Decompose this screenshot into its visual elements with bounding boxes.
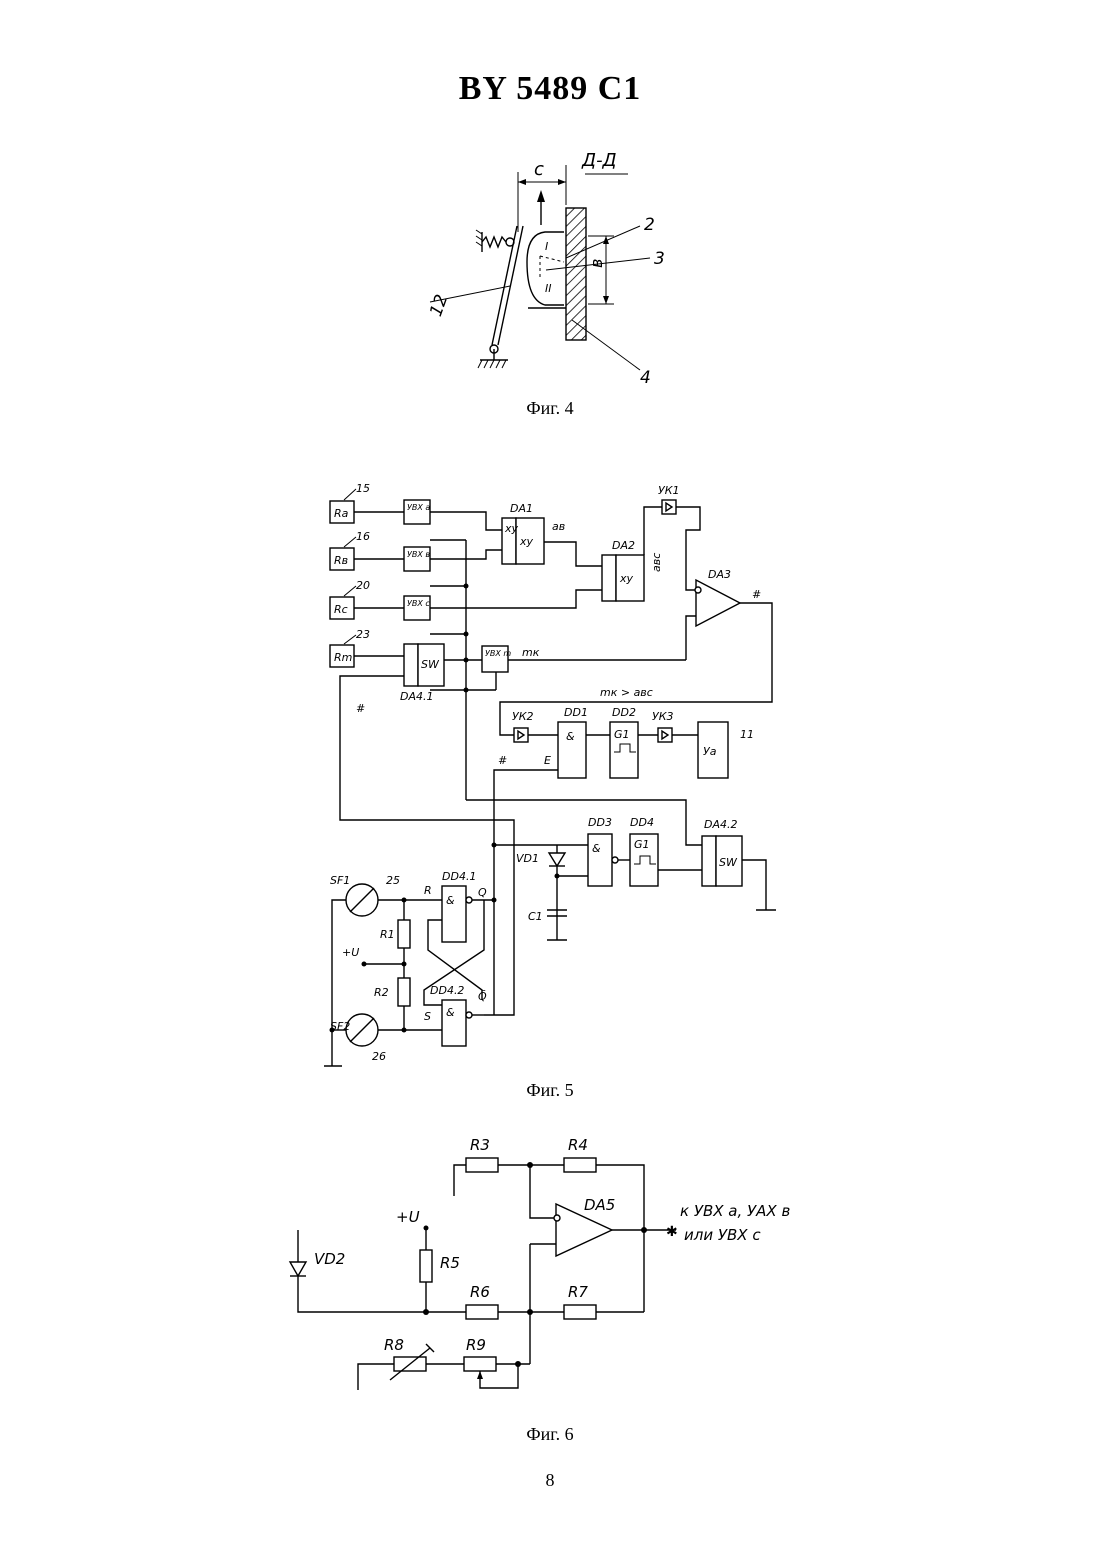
r9-label: R9 bbox=[466, 1336, 486, 1354]
output-label-2: или УВХ с bbox=[684, 1226, 761, 1244]
plus-u-6-label: +U bbox=[396, 1208, 420, 1226]
r5-label: R5 bbox=[440, 1254, 460, 1272]
output-label-1: к УВХ а, УАХ в bbox=[680, 1202, 790, 1220]
figure-6-schematic: R3 R4 DA5 ✱ к УВХ а, УАХ в или УВХ с VD2… bbox=[0, 0, 1100, 1420]
r3-label: R3 bbox=[470, 1136, 490, 1154]
vd2-label: VD2 bbox=[314, 1250, 345, 1268]
page-number: 8 bbox=[0, 1470, 1100, 1491]
figure-6-caption: Фиг. 6 bbox=[0, 1424, 1100, 1445]
r8-label: R8 bbox=[384, 1336, 404, 1354]
r6-label: R6 bbox=[470, 1283, 490, 1301]
r7-label: R7 bbox=[568, 1283, 588, 1301]
da5-label: DA5 bbox=[584, 1196, 615, 1214]
svg-text:✱: ✱ bbox=[666, 1224, 678, 1240]
r4-label: R4 bbox=[568, 1136, 588, 1154]
